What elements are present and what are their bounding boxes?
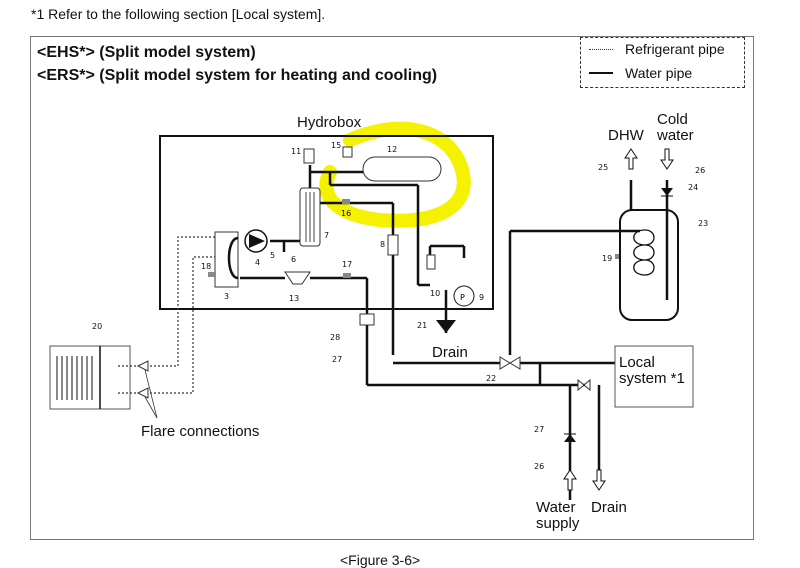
num-17: 17 bbox=[342, 260, 352, 269]
pump-symbol: P bbox=[460, 293, 465, 302]
title-ers: <ERS*> (Split model system for heating a… bbox=[37, 67, 438, 84]
num-15: 15 bbox=[331, 141, 341, 150]
num-18: 18 bbox=[201, 262, 211, 271]
flare-label: Flare connections bbox=[141, 423, 259, 440]
pressure-gauge bbox=[453, 285, 475, 307]
num-3: 3 bbox=[224, 292, 229, 301]
dhw-tank bbox=[619, 209, 679, 321]
num-27-left: 27 bbox=[332, 355, 342, 364]
dotted-line-swatch bbox=[589, 48, 613, 50]
num-21: 21 bbox=[417, 321, 427, 330]
water-label: water bbox=[656, 127, 694, 144]
num-10: 10 bbox=[430, 289, 440, 298]
num-6: 6 bbox=[291, 255, 296, 264]
local-label-1: Local bbox=[619, 354, 655, 371]
num-26-bottom: 26 bbox=[534, 462, 544, 471]
legend-refrigerant: Refrigerant pipe bbox=[589, 41, 725, 57]
legend-water: Water pipe bbox=[589, 65, 692, 81]
num-20: 20 bbox=[92, 322, 102, 331]
num-28: 28 bbox=[330, 333, 340, 342]
cold-label: Cold bbox=[657, 111, 688, 128]
num-27-right: 27 bbox=[534, 425, 544, 434]
hydrobox-outline bbox=[159, 135, 494, 310]
title-ehs: <EHS*> (Split model system) bbox=[37, 44, 256, 61]
drain-label-top: Drain bbox=[432, 344, 468, 361]
num-26-top: 26 bbox=[695, 166, 705, 175]
num-22: 22 bbox=[486, 374, 496, 383]
num-23: 23 bbox=[698, 219, 708, 228]
num-16: 16 bbox=[341, 209, 351, 218]
outdoor-unit bbox=[49, 345, 131, 410]
num-25: 25 bbox=[598, 163, 608, 172]
drain-label-bottom: Drain bbox=[591, 499, 627, 516]
dhw-label: DHW bbox=[608, 127, 645, 144]
num-19: 19 bbox=[602, 254, 612, 263]
num-13: 13 bbox=[289, 294, 299, 303]
num-11: 11 bbox=[291, 147, 301, 156]
num-9: 9 bbox=[479, 293, 484, 302]
local-system-box bbox=[614, 345, 694, 408]
num-5: 5 bbox=[270, 251, 275, 260]
expansion-vessel bbox=[362, 156, 442, 182]
water-supply-label-1: Water bbox=[536, 499, 575, 516]
solid-line-swatch bbox=[589, 72, 613, 74]
num-24: 24 bbox=[688, 183, 698, 192]
legend-refrigerant-label: Refrigerant pipe bbox=[625, 41, 725, 57]
num-12: 12 bbox=[387, 145, 397, 154]
diagram-frame bbox=[30, 36, 754, 540]
num-8: 8 bbox=[380, 240, 385, 249]
water-supply-label-2: supply bbox=[536, 515, 580, 532]
highlight-circle bbox=[319, 121, 471, 228]
footnote: *1 Refer to the following section [Local… bbox=[31, 6, 326, 22]
num-4: 4 bbox=[255, 258, 260, 267]
legend: Refrigerant pipe Water pipe bbox=[580, 37, 745, 88]
figure-caption: <Figure 3-6> bbox=[340, 552, 421, 568]
hydrobox-label: Hydrobox bbox=[297, 114, 362, 131]
local-label-2: system *1 bbox=[619, 370, 685, 387]
num-7: 7 bbox=[324, 231, 329, 240]
legend-water-label: Water pipe bbox=[625, 65, 693, 81]
